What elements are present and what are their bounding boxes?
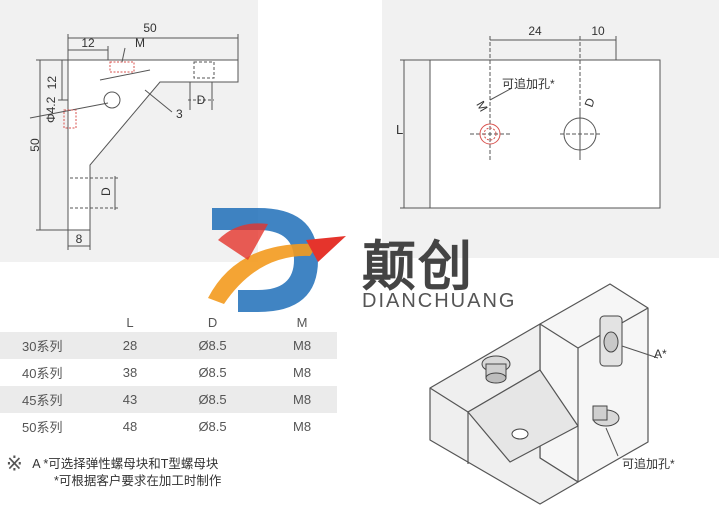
dim-10: 10: [591, 24, 605, 38]
table-cell: 38: [122, 365, 138, 380]
note-line-2: *可根据客户要求在加工时制作: [54, 473, 222, 488]
table-cell: 28: [102, 332, 158, 359]
table-cell: M8: [267, 332, 337, 359]
table-cell: Ø8.5: [157, 332, 268, 359]
table-header-row: L D M: [0, 312, 337, 332]
side-view-drawing: 50 12 M 12 Φ4.2 50 D 3 D 8: [28, 21, 239, 250]
table-header: [0, 312, 102, 332]
dim-8: 8: [76, 232, 83, 246]
front-view-drawing: 24 10 L M D 可追加孔*: [396, 24, 661, 209]
label-a: A*: [654, 347, 667, 361]
brand-name-cn: 颠创: [362, 237, 474, 297]
table-cell: 30系列: [0, 332, 102, 359]
table-header: D: [207, 314, 218, 330]
brand-logo-icon: [208, 208, 346, 312]
table-cell: M8: [293, 419, 312, 434]
dim-phi: Φ4.2: [44, 96, 58, 123]
table-header: L: [126, 314, 134, 330]
table-cell: M8: [267, 386, 337, 413]
dim-12-left: 12: [45, 76, 59, 90]
table-header: M: [296, 314, 308, 330]
table-cell: Ø8.5: [157, 386, 268, 413]
table-cell: Ø8.5: [198, 419, 227, 434]
dim-d-right: D: [197, 93, 206, 107]
dim-50-left: 50: [28, 138, 42, 152]
table-row: 45系列 43 Ø8.5 M8: [0, 386, 337, 413]
note-prefix-a: A: [32, 457, 40, 471]
iso-hole-note: 可追加孔*: [622, 456, 675, 471]
table-cell: 48: [122, 419, 138, 434]
dim-l: L: [396, 122, 403, 137]
dim-3: 3: [176, 107, 183, 121]
hole-note: 可追加孔*: [502, 76, 555, 91]
table-cell: Ø8.5: [198, 365, 227, 380]
table-cell: 43: [102, 386, 158, 413]
isometric-view-drawing: A* 可追加孔*: [429, 283, 675, 505]
table-row: 30系列 28 Ø8.5 M8: [0, 332, 337, 359]
dim-24: 24: [528, 24, 542, 38]
dim-12-top: 12: [81, 36, 95, 50]
dim-d-lower: D: [99, 187, 113, 196]
note-line-1: *可选择弹性螺母块和T型螺母块: [43, 457, 219, 471]
table-row: 50系列 48 Ø8.5 M8: [0, 413, 337, 440]
table-cell: M8: [293, 365, 312, 380]
spec-table: L D M 30系列 28 Ø8.5 M8 40系列 38 Ø8.5 M8 45…: [0, 312, 337, 440]
notes: ※ A *可选择弹性螺母块和T型螺母块 *可根据客户要求在加工时制作: [6, 454, 221, 491]
table-row: 40系列 38 Ø8.5 M8: [0, 359, 337, 386]
brand-name-en: DIANCHUANG: [362, 290, 517, 312]
dim-m: M: [135, 36, 145, 50]
table-cell: 50系列: [22, 420, 63, 435]
dim-50: 50: [143, 21, 157, 35]
note-symbol-icon: ※: [6, 453, 23, 476]
table-cell: 45系列: [0, 386, 102, 413]
table-cell: 40系列: [22, 366, 63, 381]
